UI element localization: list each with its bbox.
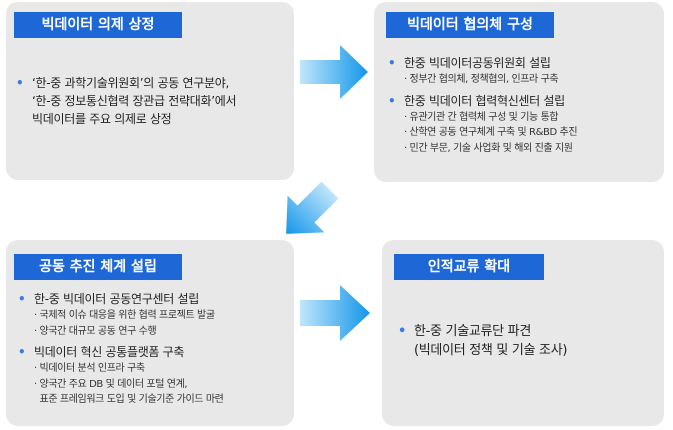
bullet-icon: • [388,93,396,108]
bullet-icon: • [398,324,407,339]
item-line: 한-중 기술교류단 파견 [414,324,531,339]
item-line: (빅데이터 정책 및 기술 조사) [414,343,568,358]
item-text: 한-중 빅데이터 공동연구센터 설립 [34,292,199,306]
panel-body: • ‘한-중 과학기술위원회’의 공동 연구분야, ‘한-중 정보통신협력 장관… [14,74,290,128]
panel-body: • 한-중 기술교류단 파견 (빅데이터 정책 및 기술 조사) [396,322,660,360]
bullet-icon: • [18,345,26,359]
item-line: 빅데이터를 주요 의제로 상정 [32,112,172,126]
sub-item: · 민간 부문, 기술 사업화 및 해외 진출 지원 [404,142,573,154]
panel-title: 인적교류 확대 [394,254,544,280]
panel-body: • 한-중 빅데이터 공동연구센터 설립 · 국제적 이슈 대응을 위한 협력 … [16,290,292,408]
panel-body: • 한중 빅데이터공동위원회 설립 · 정부간 협의체, 정책협의, 인프라 구… [386,54,660,156]
bullet-icon: • [388,56,396,70]
panel-agenda: 빅데이터 의제 상정 • ‘한-중 과학기술위원회’의 공동 연구분야, ‘한-… [6,2,294,180]
list-item: • 한중 빅데이터공동위원회 설립 [386,54,660,72]
panel-title: 빅데이터 의제 상정 [14,12,182,38]
sub-item: · 양국간 주요 DB 및 데이터 포털 연계, [34,378,188,390]
list-item: • ‘한-중 과학기술위원회’의 공동 연구분야, ‘한-중 정보통신협력 장관… [14,74,290,128]
sub-item: · 산학연 공동 연구체계 구축 및 R&BD 추진 [404,127,578,138]
sub-item: 표준 프레임워크 도입 및 기술기준 가이드 마련 [34,394,224,405]
sub-item: · 빅데이터 분석 인프라 구축 [34,363,145,374]
panel-council: 빅데이터 협의체 구성 • 한중 빅데이터공동위원회 설립 · 정부간 협의체,… [374,2,664,182]
item-text: 빅데이터 혁신 공통플랫폼 구축 [34,345,185,359]
panel-title: 빅데이터 협의체 구성 [386,12,554,38]
arrow-right-bottom [300,285,370,341]
item-text: 한중 빅데이터공동위원회 설립 [404,56,551,70]
list-item: • 한-중 기술교류단 파견 (빅데이터 정책 및 기술 조사) [396,322,660,360]
arrow-right-top [300,45,368,99]
item-line: ‘한-중 정보통신협력 장관급 전략대화’에서 [32,94,237,108]
arrow-down-left [286,181,339,234]
list-item: • 한중 빅데이터 협력혁신센터 설립 [386,92,660,110]
list-item: • 한-중 빅데이터 공동연구센터 설립 [16,290,292,308]
bullet-icon: • [16,76,24,90]
sub-item: · 양국간 대규모 공동 연구 수행 [34,325,157,337]
list-item: • 빅데이터 혁신 공통플랫폼 구축 [16,343,292,361]
sub-item: · 국제적 이슈 대응을 위한 협력 프로젝트 발굴 [34,310,215,321]
sub-item: · 유관기관 간 협력체 구성 및 기능 통합 [404,111,559,123]
item-line: ‘한-중 과학기술위원회’의 공동 연구분야, [32,76,229,90]
panel-exchange: 인적교류 확대 • 한-중 기술교류단 파견 (빅데이터 정책 및 기술 조사) [382,240,664,426]
panel-title: 공동 추진 체계 설립 [14,254,182,280]
panel-joint-system: 공동 추진 체계 설립 • 한-중 빅데이터 공동연구센터 설립 · 국제적 이… [6,240,294,426]
bullet-icon: • [18,292,26,306]
sub-item: · 정부간 협의체, 정책협의, 인프라 구축 [404,74,559,85]
item-text: 한중 빅데이터 협력혁신센터 설립 [404,93,565,108]
